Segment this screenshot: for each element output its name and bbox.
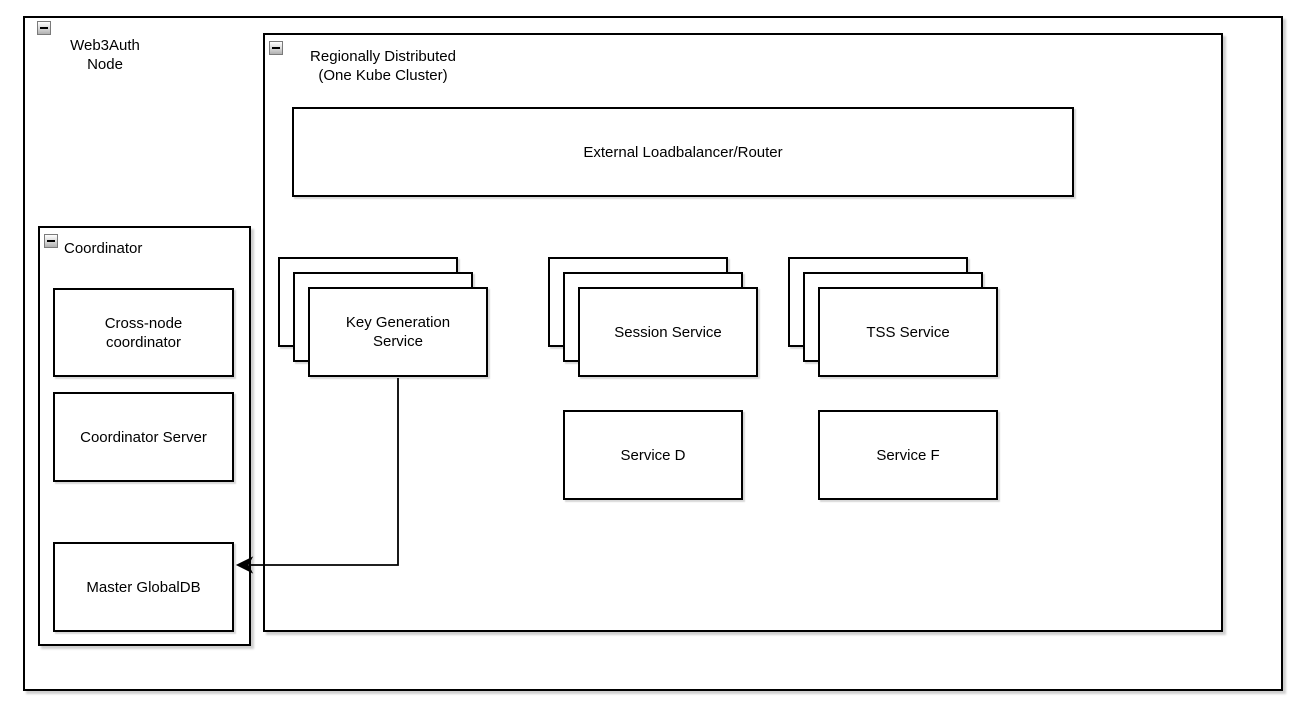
collapse-icon[interactable]	[37, 21, 51, 35]
node-tss-service[interactable]: TSS Service	[818, 287, 998, 377]
group-coordinator-label: Coordinator	[64, 240, 143, 257]
node-label: Service D	[620, 446, 686, 464]
collapse-icon[interactable]	[269, 41, 283, 55]
node-external-loadbalancer[interactable]: External Loadbalancer/Router	[292, 107, 1074, 197]
node-cross-node-coordinator[interactable]: Cross-node coordinator	[53, 288, 234, 377]
node-key-generation-service[interactable]: Key Generation Service	[308, 287, 488, 377]
node-label: Coordinator Server	[80, 428, 207, 446]
node-session-service[interactable]: Session Service	[578, 287, 758, 377]
group-kube-cluster[interactable]: Regionally Distributed (One Kube Cluster…	[263, 33, 1223, 632]
collapse-icon[interactable]	[44, 234, 58, 248]
node-label: Service F	[876, 446, 940, 464]
node-label: Session Service	[614, 323, 722, 341]
group-coordinator[interactable]: Coordinator Cross-node coordinator Coord…	[38, 226, 251, 646]
group-kube-cluster-label: Regionally Distributed (One Kube Cluster…	[310, 48, 456, 84]
node-label: External Loadbalancer/Router	[583, 143, 783, 161]
node-master-globaldb[interactable]: Master GlobalDB	[53, 542, 234, 632]
node-coordinator-server[interactable]: Coordinator Server	[53, 392, 234, 482]
node-service-f[interactable]: Service F	[818, 410, 998, 500]
node-label: Master GlobalDB	[86, 578, 201, 596]
node-label: Key Generation Service	[345, 314, 451, 350]
node-label: Cross-node coordinator	[104, 314, 183, 351]
node-label: TSS Service	[866, 323, 950, 341]
node-service-d[interactable]: Service D	[563, 410, 743, 500]
group-web3auth-node[interactable]: Web3Auth Node Regionally Distributed (On…	[23, 16, 1283, 691]
group-web3auth-node-label: Web3Auth Node	[70, 37, 140, 73]
